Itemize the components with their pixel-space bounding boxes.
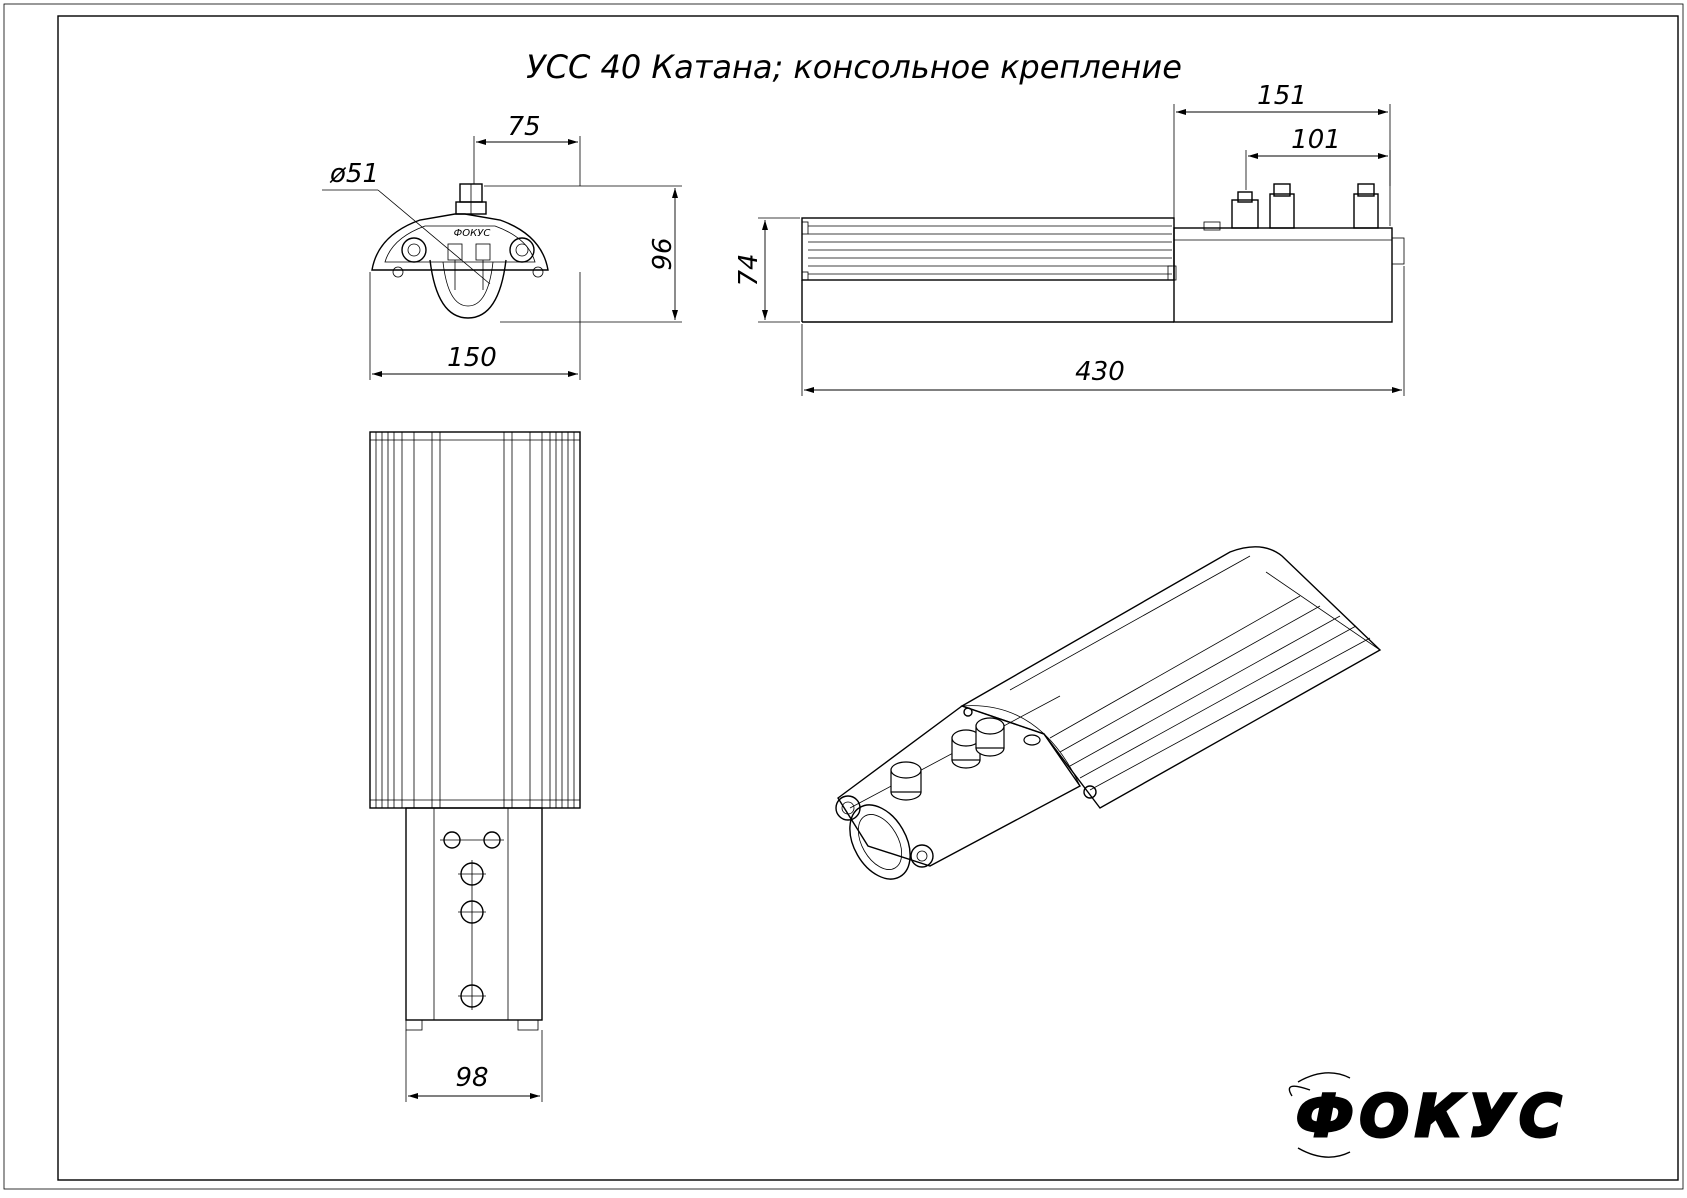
- front-view: ФОКУС: [371, 183, 549, 319]
- top-view: [369, 431, 581, 1031]
- dim-side-length: 430: [1075, 357, 1125, 387]
- dim-front-top: 75: [507, 112, 540, 142]
- gland-1: [890, 761, 922, 801]
- dim-side-height: 74: [734, 253, 764, 286]
- top-dims: 98: [405, 1030, 543, 1102]
- drawing-title: УСС 40 Катана; консольное крепление: [526, 48, 1182, 86]
- side-dims: 74 151 101 430: [734, 81, 1405, 396]
- outer-border: [3, 3, 1684, 1190]
- svg-text:ФОКУС: ФОКУС: [454, 228, 491, 239]
- dim-front-diameter: ø51: [329, 159, 379, 189]
- drawing-frame: [57, 15, 1679, 1181]
- dim-front-width: 150: [447, 343, 497, 373]
- dim-side-mount-total: 151: [1257, 81, 1307, 111]
- isometric-view: [835, 546, 1382, 880]
- gland-3: [975, 717, 1005, 757]
- dim-side-mount-inner: 101: [1291, 125, 1341, 155]
- dim-top-bracket-width: 98: [455, 1063, 488, 1093]
- side-view: [801, 183, 1405, 323]
- logo-text: ФОКУС: [1296, 1082, 1568, 1150]
- gland-2: [951, 729, 981, 769]
- dim-front-height: 96: [645, 237, 675, 270]
- front-dims: 75 ø51 96 150: [322, 112, 682, 380]
- brand-logo: ФОКУС: [1288, 1072, 1568, 1158]
